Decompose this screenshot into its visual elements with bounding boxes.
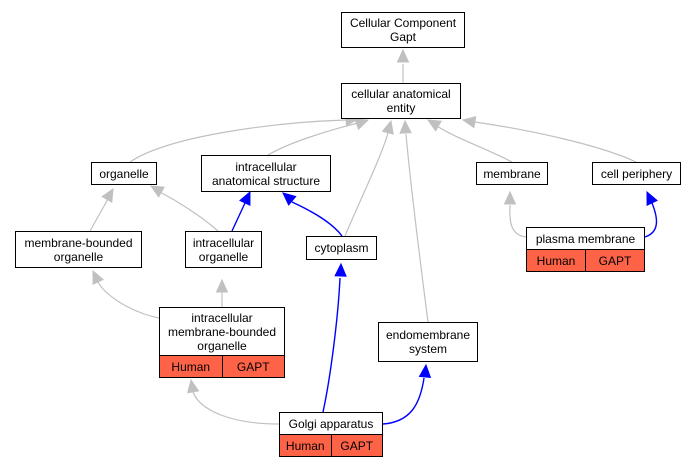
node-label: Golgi apparatus [288,416,374,431]
edge-pm-to-membrane-arrowhead [503,190,517,205]
edge-ias-to-cae [267,118,370,156]
edge-cellperiphery-to-cae [461,115,637,163]
edge-cae-to-root [396,48,410,83]
edge-membrane-to-cae [426,119,513,163]
edge-io-to-organelle-line [159,191,219,232]
edge-organelle-to-cae-line [129,119,347,163]
node-label: cell periphery [600,166,673,181]
node-label: intracellular organelle [192,235,255,264]
node-label: cytoplasm [314,241,369,255]
tag-species: Human [536,253,576,268]
node-organelle[interactable]: organelle [91,162,157,185]
edge-imbo-to-mbo-arrowhead [92,269,104,285]
edge-membrane-to-cae-arrowhead [426,119,442,132]
node-membrane[interactable]: membrane [476,162,548,185]
edge-cae-to-root-arrowhead [396,48,410,63]
tag-gene: GAPT [330,435,383,456]
edge-cytoplasm-to-ias [282,192,343,237]
node-intracellular-organelle[interactable]: intracellular organelle [185,231,262,268]
node-cellular-anatomical-entity[interactable]: cellular anatomical entity [341,83,461,119]
edge-cytoplasm-to-cae-arrowhead [381,119,394,135]
edge-cytoplasm-to-cae [344,119,394,237]
node-label: cellular anatomical entity [351,87,451,115]
node-label: intracellular anatomical structure [211,159,321,188]
edge-imbo-to-mbo [92,269,160,319]
edge-golgi-to-imbo [186,378,280,425]
edge-golgi-to-cytoplasm-arrowhead [334,262,347,277]
annotation-tags: Human GAPT [160,355,284,377]
edge-cytoplasm-to-ias-arrowhead [282,192,297,206]
node-label: organelle [99,166,149,181]
edge-ias-to-cae-line [267,122,359,156]
node-label: membrane [483,166,541,181]
edge-membrane-to-cae-line [436,125,513,163]
edge-golgi-to-endo [382,363,432,425]
tag-species: Human [171,359,211,374]
edge-mbo-to-organelle-arrowhead [101,187,114,203]
edge-cytoplasm-to-cae-line [344,132,389,237]
edge-mbo-to-organelle [89,187,114,232]
tag-gene: GAPT [585,250,644,271]
node-golgi-apparatus[interactable]: Golgi apparatus Human GAPT [279,412,383,457]
edge-io-to-ias-line [231,202,246,232]
edge-pm-to-cellperiphery-line [644,202,658,238]
edge-golgi-to-cytoplasm-line [322,277,341,413]
edge-io-to-organelle [149,185,219,232]
edge-golgi-to-cytoplasm [322,262,347,413]
edge-cellperiphery-to-cae-arrowhead [461,115,477,129]
node-cellular-component-gapt[interactable]: Cellular Component Gapt [341,12,465,48]
node-label: membrane-bounded organelle [24,235,133,264]
edge-golgi-to-endo-arrowhead [418,363,432,378]
edge-endo-to-cae [399,119,429,323]
edge-ias-to-cae-arrowhead [354,118,370,131]
edge-cytoplasm-to-ias-line [291,201,343,237]
edge-imbo-to-io [215,278,229,307]
node-intracellular-anatomical-structure[interactable]: intracellular anatomical structure [201,155,331,192]
edge-pm-to-cellperiphery-arrowhead [646,190,658,206]
edge-io-to-ias-arrowhead [239,190,251,206]
edge-mbo-to-organelle-line [89,198,109,232]
node-cytoplasm[interactable]: cytoplasm [306,236,377,260]
edge-io-to-ias [231,190,251,232]
edge-pm-to-cellperiphery [644,190,658,238]
node-label: intracellular membrane-bounded organelle [167,310,277,353]
edge-imbo-to-mbo-line [97,281,160,319]
edge-imbo-to-io-arrowhead [215,278,229,293]
edge-pm-to-membrane [503,190,527,238]
node-plasma-membrane[interactable]: plasma membrane Human GAPT [526,227,645,272]
edge-golgi-to-imbo-arrowhead [186,378,200,394]
annotation-tags: Human GAPT [280,434,382,456]
node-label: endomembrane system [385,328,471,356]
annotation-tags: Human GAPT [527,249,644,271]
edge-golgi-to-imbo-line [192,391,280,425]
node-endomembrane-system[interactable]: endomembrane system [378,322,478,362]
tag-gene: GAPT [221,356,285,377]
node-intracellular-membrane-bounded-organelle[interactable]: intracellular membrane-bounded organelle… [159,307,285,378]
tag-species: Human [285,438,325,453]
edge-cellperiphery-to-cae-line [474,121,637,163]
edge-endo-to-cae-line [405,133,429,323]
node-cell-periphery[interactable]: cell periphery [592,162,681,185]
edge-endo-to-cae-arrowhead [399,119,412,134]
edge-io-to-organelle-arrowhead [149,185,165,198]
node-label: Cellular Component Gapt [349,16,457,44]
node-label: plasma membrane [535,231,636,246]
edge-pm-to-membrane-line [509,204,527,238]
edge-golgi-to-endo-line [382,377,425,425]
node-membrane-bounded-organelle[interactable]: membrane-bounded organelle [15,231,142,268]
